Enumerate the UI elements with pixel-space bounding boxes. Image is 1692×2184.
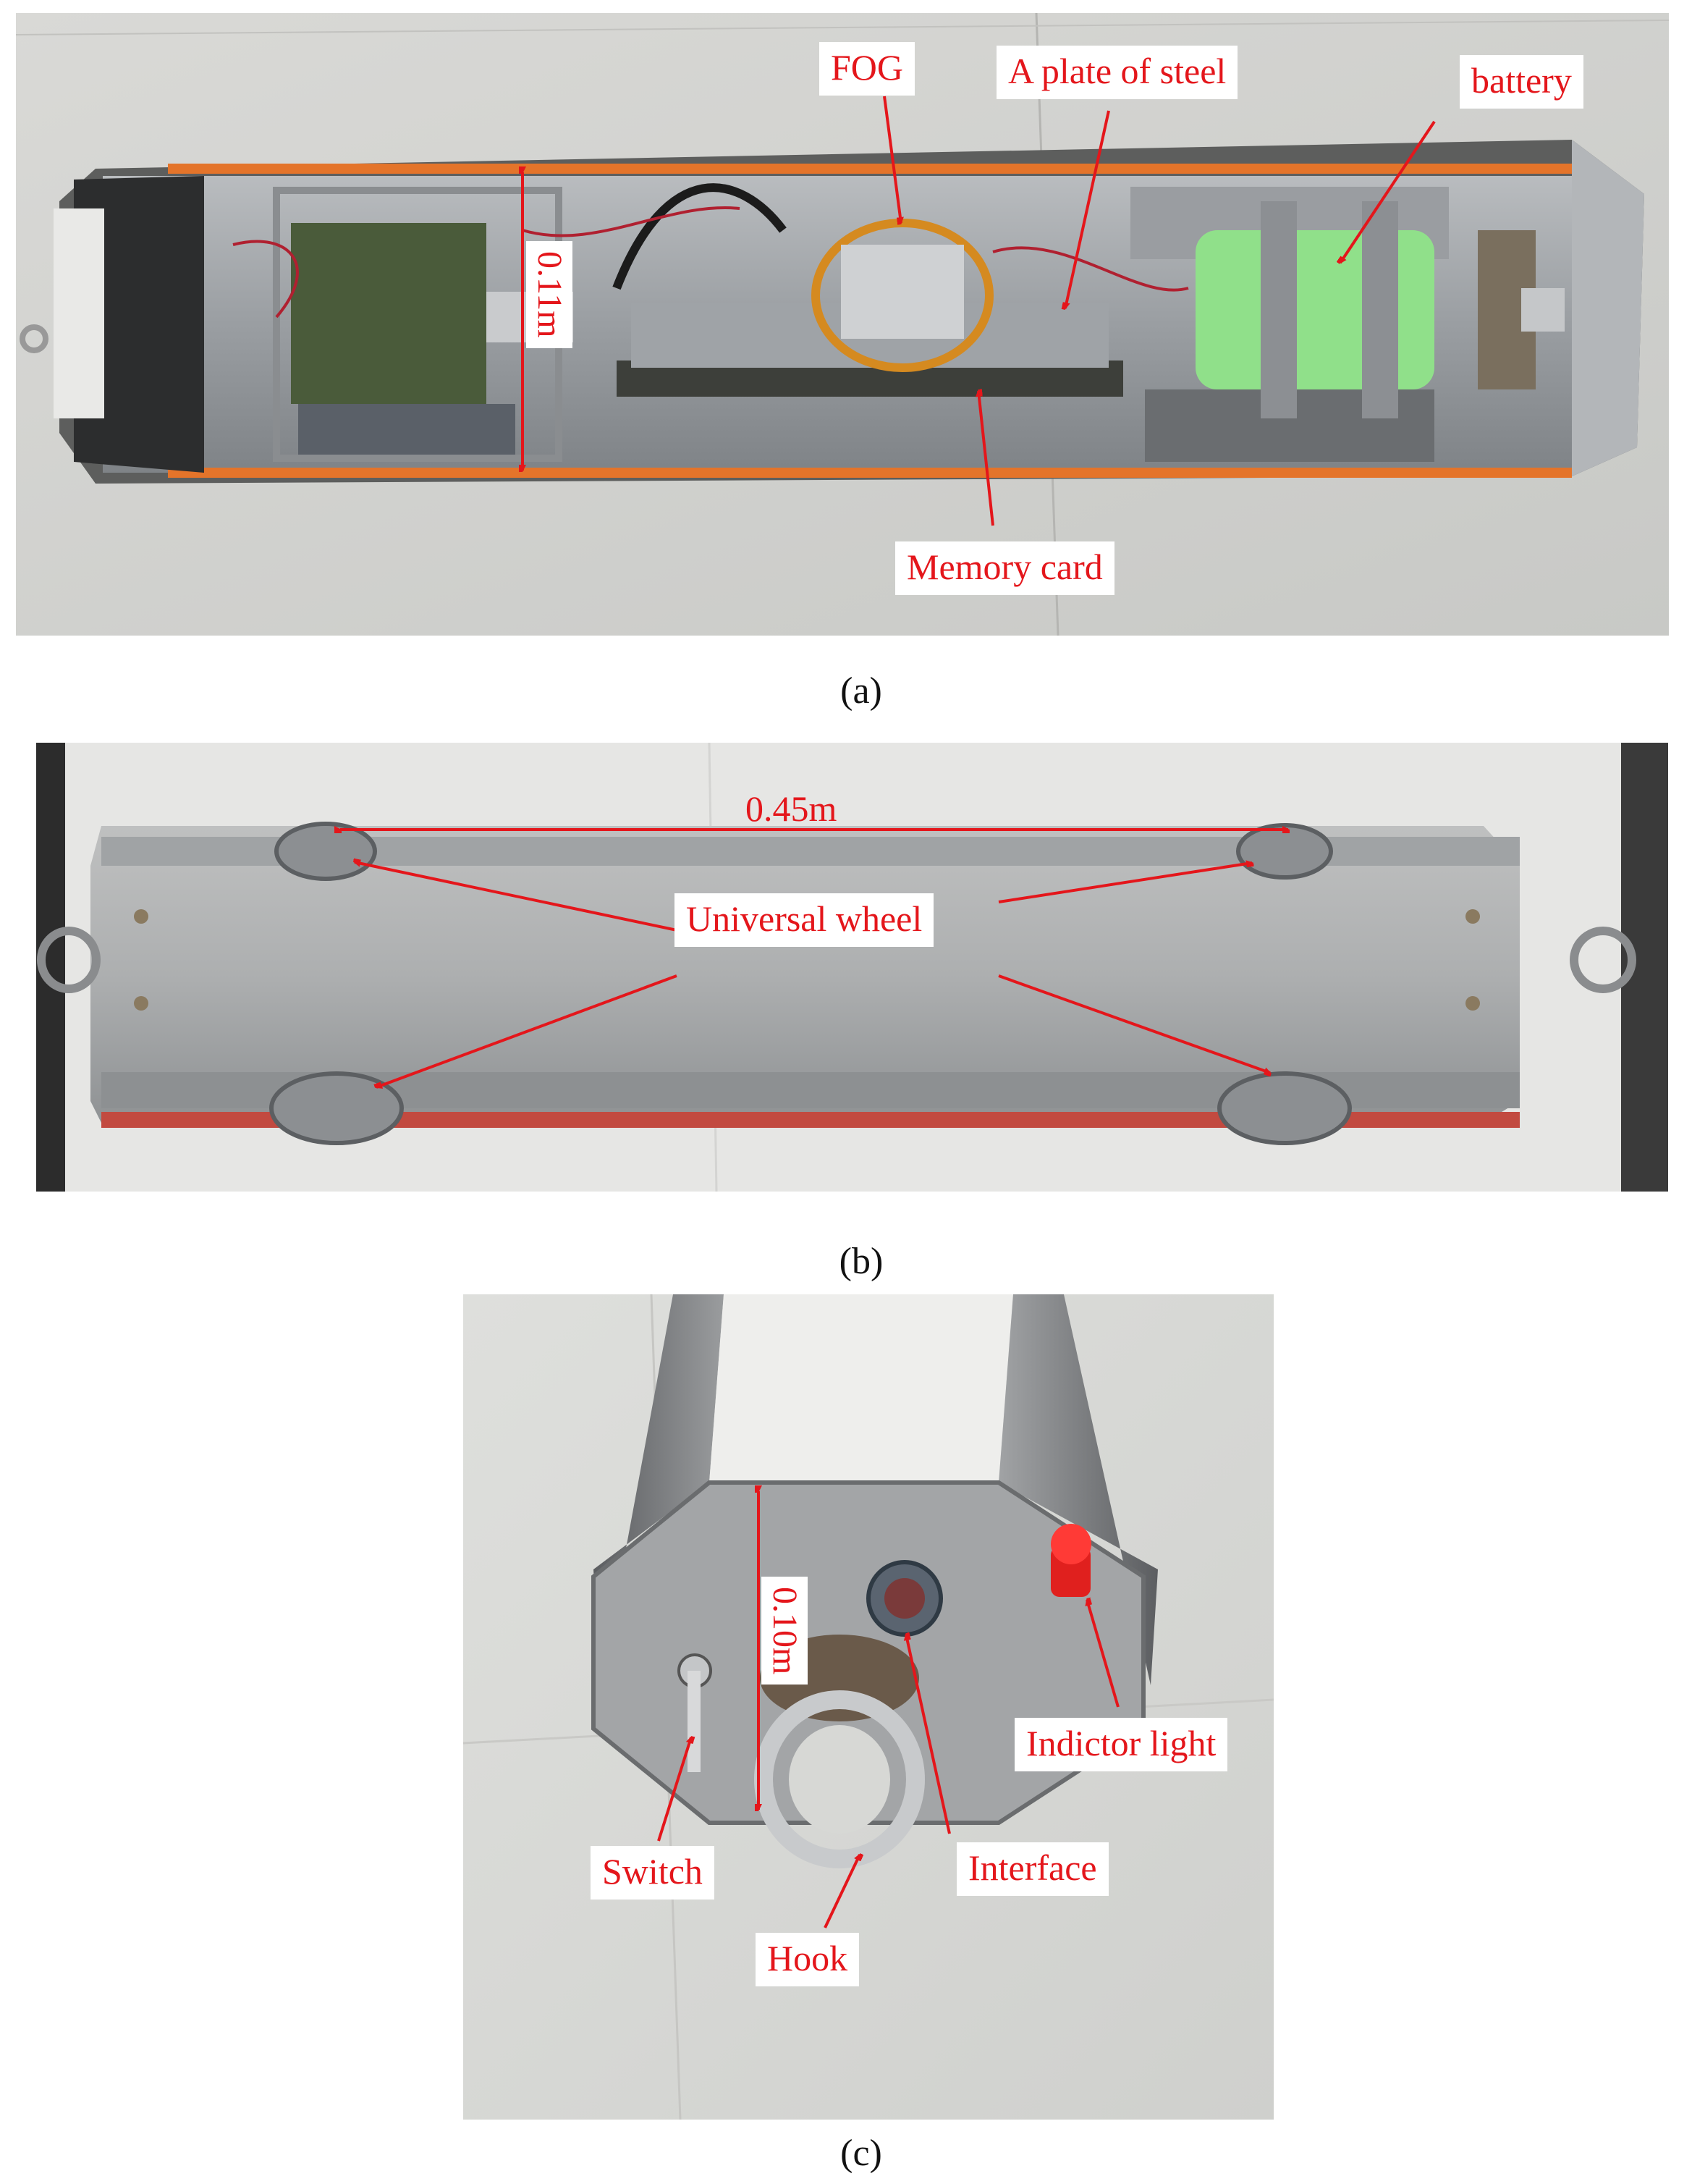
switch-label: Switch <box>591 1846 714 1900</box>
caption-c: (c) <box>840 2133 882 2174</box>
fog-label: FOG <box>819 42 915 96</box>
memory-arrow <box>978 391 994 526</box>
panel-b-photo: 0.45m Universal wheel <box>36 743 1668 1192</box>
width-label-a: 0.11m <box>526 241 572 348</box>
battery-label: battery <box>1460 55 1583 109</box>
switch-arrow <box>657 1737 691 1842</box>
plate-label: A plate of steel <box>997 46 1238 99</box>
caption-a: (a) <box>840 670 882 712</box>
universal-wheel-label: Universal wheel <box>674 893 934 947</box>
length-label: 0.45m <box>745 788 837 829</box>
wheel-arrow-top-right <box>998 863 1252 903</box>
panel-c-annotations: 0.10m Indictor light Switch Interface Ho… <box>463 1294 1274 2120</box>
width-label-c: 0.10m <box>761 1577 808 1685</box>
panel-b-annotations: 0.45m Universal wheel <box>36 743 1668 1192</box>
panel-b-arrows <box>36 743 1668 1192</box>
indicator-light-label: Indictor light <box>1015 1718 1228 1771</box>
interface-arrow <box>906 1635 951 1834</box>
panel-c-arrows <box>657 1294 1120 1928</box>
wheel-arrow-top-left <box>355 862 681 932</box>
wheel-arrow-bottom-left <box>376 974 677 1087</box>
panel-c-photo: 0.10m Indictor light Switch Interface Ho… <box>463 1294 1274 2120</box>
caption-b: (b) <box>839 1241 884 1282</box>
wheel-arrow-bottom-right <box>998 974 1270 1073</box>
device-open-photo <box>16 13 1669 636</box>
interface-label: Interface <box>957 1842 1109 1896</box>
panel-a-arrows <box>16 96 1436 526</box>
device-bottom-photo <box>36 743 1668 1192</box>
hook-label: Hook <box>756 1933 860 1986</box>
panel-a-annotations: FOG A plate of steel battery Memory card… <box>16 13 1669 636</box>
hook-arrow <box>824 1855 860 1928</box>
fog-arrow <box>883 96 901 223</box>
device-end-photo <box>463 1294 1274 2120</box>
plate-arrow <box>1065 110 1110 308</box>
panel-a-photo: FOG A plate of steel battery Memory card… <box>16 13 1669 636</box>
indicator-arrow <box>1087 1600 1120 1708</box>
battery-arrow <box>1340 120 1436 263</box>
memory-card-label: Memory card <box>895 541 1114 595</box>
